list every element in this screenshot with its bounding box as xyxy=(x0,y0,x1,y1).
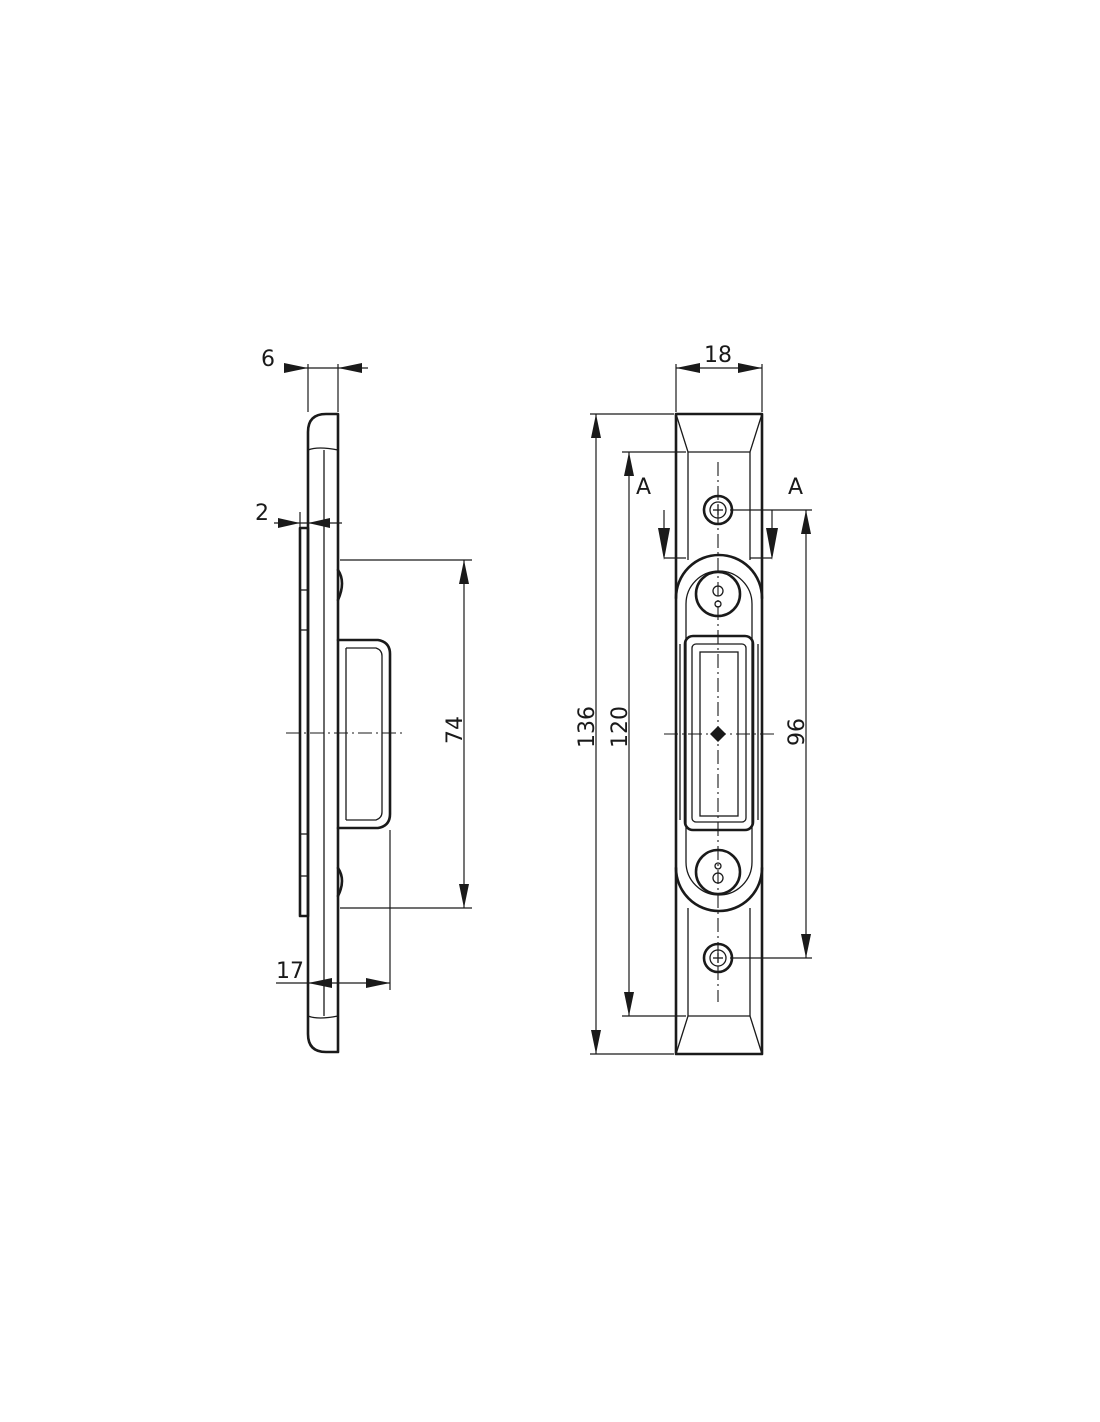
dim-thickness-label: 6 xyxy=(261,347,275,372)
dim-inner-length: 120 xyxy=(608,451,686,1017)
dim-hole-spacing-label: 96 xyxy=(785,718,810,746)
dim-width-label: 18 xyxy=(704,343,732,368)
dim-depth: 17 xyxy=(276,830,391,990)
dim-thickness: 6 xyxy=(261,347,368,412)
section-label-right: A xyxy=(788,475,803,500)
section-marker-left: A xyxy=(636,475,686,560)
section-marker-right: A xyxy=(750,475,803,560)
center-diamond-marker xyxy=(710,726,726,742)
dim-total-length: 136 xyxy=(575,413,674,1055)
dim-hole-spacing: 96 xyxy=(730,509,812,959)
dim-plate-label: 2 xyxy=(255,501,269,526)
dim-inner-length-label: 120 xyxy=(608,706,633,748)
side-view: 6 2 74 17 xyxy=(255,347,472,1054)
dim-plate: 2 xyxy=(255,501,342,528)
dim-width: 18 xyxy=(675,343,763,412)
dim-total-length-label: 136 xyxy=(575,706,600,748)
dim-height: 74 xyxy=(340,559,472,909)
dim-depth-label: 17 xyxy=(276,959,304,984)
dim-height-label: 74 xyxy=(443,716,468,744)
side-view-body xyxy=(298,412,392,1054)
section-label-left: A xyxy=(636,475,651,500)
front-view: 18 136 120 96 xyxy=(575,343,812,1056)
